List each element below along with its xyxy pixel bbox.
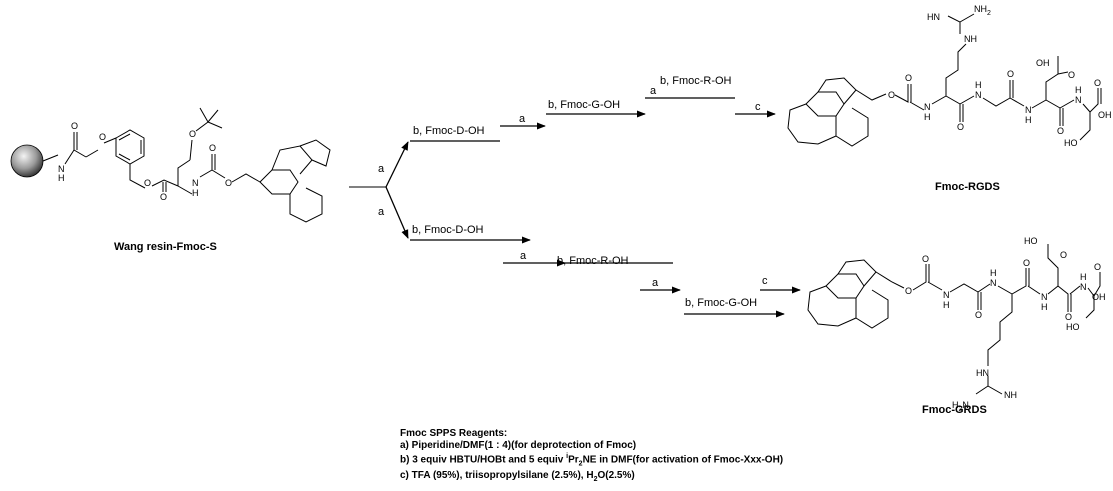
ether-o-atom: O <box>99 132 106 142</box>
grds-o3-atom: O <box>1023 258 1030 268</box>
grds-guan-h2n-atom: H2N <box>952 400 969 413</box>
resin-bead <box>10 144 44 178</box>
legend-item-a: a) Piperidine/DMF(1 : 4)(for deprotectio… <box>400 439 637 451</box>
rgds-guan-nh2-atom: NH2 <box>974 4 991 17</box>
rgds-h3-atom: H <box>1025 115 1032 125</box>
grds-n2-atom: N <box>990 278 997 288</box>
ester-carbonyl-o-atom: O <box>160 192 167 202</box>
grds-n4-atom: N <box>1080 282 1087 292</box>
grds-step1-deprotect-label: a <box>520 250 527 262</box>
fmoc-ester-o-atom: O <box>225 178 232 188</box>
product-grds-name: Fmoc-GRDS <box>922 404 987 416</box>
grds-step3-label: b, Fmoc-G-OH <box>685 297 757 309</box>
ester-o-atom: O <box>144 178 151 188</box>
fmoc-carbonyl-o-atom: O <box>209 143 216 153</box>
rgds-ser-oh-atom: OH <box>1098 110 1112 120</box>
rgds-n2-atom: N <box>975 90 982 100</box>
rgds-step3-label: b, Fmoc-R-OH <box>660 75 732 87</box>
branch-lines <box>349 141 409 239</box>
grds-ser-o-atom: O <box>1094 262 1101 272</box>
start-material-name: Wang resin-Fmoc-S <box>114 241 217 253</box>
rgds-n3-atom: N <box>1025 105 1032 115</box>
grds-h2-atom: H <box>990 268 997 278</box>
rgds-ester-o-atom: O <box>888 90 895 100</box>
branch-bottom-label: a <box>378 206 385 218</box>
grds-route <box>410 236 801 318</box>
tbu-o-atom: O <box>189 129 196 139</box>
wang-resin-structure: N H O O O O N H O O O <box>10 107 331 223</box>
branch-top-label: a <box>378 163 385 175</box>
grds-guan-nh-atom: HN <box>976 368 989 378</box>
grds-step1-label: b, Fmoc-D-OH <box>412 224 484 236</box>
rgds-route <box>410 97 776 142</box>
grds-guan-nh2-atom: NH <box>1004 390 1017 400</box>
rgds-asp-oh-atom: OH <box>1036 58 1050 68</box>
grds-n1-atom: N <box>943 290 950 300</box>
rgds-guan-hn-atom: HN <box>927 12 940 22</box>
rgds-cleave-label: c <box>755 101 761 113</box>
rgds-step2-label: b, Fmoc-G-OH <box>548 99 620 111</box>
rgds-step1-deprotect-label: a <box>519 113 526 125</box>
rgds-n1-atom: N <box>924 102 931 112</box>
grds-asp-o-atom: O <box>1060 250 1067 260</box>
rgds-o2-atom: O <box>957 122 964 132</box>
reagents-legend: Fmoc SPPS Reagents: a) Piperidine/DMF(1 … <box>400 428 783 485</box>
grds-h4-atom: H <box>1080 272 1087 282</box>
branch-up-line <box>385 141 409 188</box>
rgds-step2-deprotect-label: a <box>650 85 657 97</box>
rgds-step1-label: b, Fmoc-D-OH <box>413 125 485 137</box>
carbamate-n-atom: N <box>192 178 199 188</box>
grds-n3-atom: N <box>1041 292 1048 302</box>
grds-step2-label: b, Fmoc-R-OH <box>557 255 629 267</box>
rgds-ser-o-atom: O <box>1094 78 1101 88</box>
grds-step2-deprotect-label: a <box>652 277 659 289</box>
grds-asp-oh-atom: HO <box>1024 236 1038 246</box>
rgds-h1-atom: H <box>924 112 931 122</box>
rgds-carbonyl-o-atom: O <box>905 73 912 83</box>
grds-cleave-label: c <box>762 275 768 287</box>
fmoc-rgds-structure: O O N H NH HN NH2 O N H O N H OH O O N H… <box>787 4 1112 148</box>
fmoc-grds-structure: O O N H O N H HN NH H2N O N H HO O O N H… <box>807 236 1106 413</box>
rgds-guan-nh-atom: NH <box>964 34 977 44</box>
amide-h-atom: H <box>58 173 65 183</box>
product-rgds-name: Fmoc-RGDS <box>935 181 1000 193</box>
grds-ser-oh-atom: OH <box>1092 292 1106 302</box>
rgds-h2-atom: H <box>975 80 982 90</box>
rgds-asp-o-atom: O <box>1068 70 1075 80</box>
legend-item-c: c) TFA (95%), triisopropylsilane (2.5%),… <box>400 469 635 483</box>
carbonyl-o-atom: O <box>71 121 78 131</box>
legend-item-b: b) 3 equiv HBTU/HOBt and 5 equiv iPr2NE … <box>400 453 784 468</box>
grds-ester-o-atom: O <box>905 286 912 296</box>
grds-carbonyl-o-atom: O <box>922 254 929 264</box>
rgds-n4-atom: N <box>1075 95 1082 105</box>
rgds-ser-ho-atom: HO <box>1064 138 1078 148</box>
rgds-o4-atom: O <box>1057 126 1064 136</box>
grds-o2-atom: O <box>975 310 982 320</box>
grds-h1-atom: H <box>943 300 950 310</box>
legend-title: Fmoc SPPS Reagents: <box>400 428 508 439</box>
branch-down-line <box>385 186 409 239</box>
carbamate-h-atom: H <box>192 188 199 198</box>
amide-n-atom: N <box>58 164 65 174</box>
rgds-h4-atom: H <box>1075 85 1082 95</box>
grds-ser-ho-atom: HO <box>1066 322 1080 332</box>
grds-h3-atom: H <box>1041 302 1048 312</box>
grds-o4-atom: O <box>1065 312 1072 322</box>
rgds-o3-atom: O <box>1007 69 1014 79</box>
